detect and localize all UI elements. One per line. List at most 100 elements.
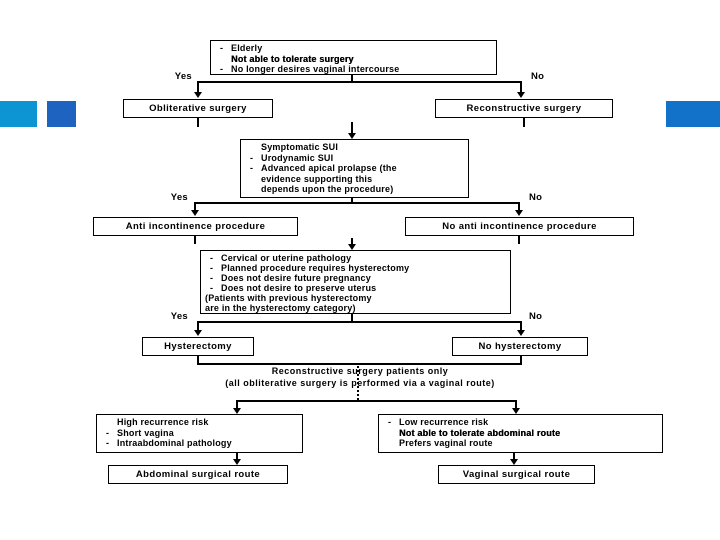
connector-line — [194, 236, 196, 244]
connector-line — [520, 81, 522, 92]
arrowhead-down — [512, 408, 520, 414]
decision-line-text: Low recurrence risk — [399, 417, 489, 427]
arrowhead-down — [517, 330, 525, 336]
decision-line: depends upon the procedure) — [245, 184, 465, 195]
bullet-dash — [245, 142, 261, 153]
bullet-dash: - — [210, 253, 214, 263]
decision-box-abdominal-route: High recurrence risk -Short vagina -Intr… — [96, 414, 303, 453]
bullet-dash — [245, 184, 261, 195]
connector-line — [351, 122, 353, 133]
decision-line: evidence supporting this — [245, 174, 465, 185]
arrowhead-down — [194, 330, 202, 336]
outcome-label: Vaginal surgical route — [462, 469, 571, 480]
connector-line — [197, 363, 522, 365]
outcome-label: Abdominal surgical route — [135, 469, 261, 480]
connector-line — [520, 356, 522, 363]
bullet-dash — [101, 417, 117, 428]
branch-label-no: No — [529, 192, 543, 203]
bullet-dash: - — [388, 417, 392, 427]
decision-line: -Does not desire to preserve uterus — [205, 283, 507, 293]
outcome-box-no-anti-incontinence: No anti incontinence procedure — [405, 217, 634, 236]
decision-line-text: Prefers vaginal route — [399, 438, 493, 448]
decision-line: -Does not desire future pregnancy — [205, 273, 507, 283]
decision-line-text: Advanced apical prolapse (the — [261, 163, 397, 173]
outcome-label: Hysterectomy — [164, 341, 232, 352]
bullet-dash: - — [220, 43, 224, 53]
decision-line-text: Elderly — [231, 43, 263, 53]
accent-bar-right — [666, 101, 720, 127]
decision-line: -No longer desires vaginal intercourse — [215, 64, 493, 74]
outcome-box-hysterectomy: Hysterectomy — [142, 337, 254, 356]
connector-line — [513, 453, 515, 459]
bullet-dash: - — [210, 283, 214, 293]
bullet-dash — [383, 438, 399, 449]
bullet-dash: - — [210, 273, 214, 283]
arrowhead-down — [515, 210, 523, 216]
decision-line-text: Planned procedure requires hysterectomy — [221, 263, 410, 273]
decision-line: Symptomatic SUI — [245, 142, 465, 153]
decision-line-text: High recurrence risk — [117, 417, 209, 427]
decision-line: Not able to tolerate surgery — [215, 54, 493, 65]
decision-line: -Advanced apical prolapse (the — [245, 163, 465, 174]
accent-bar-left-light — [0, 101, 37, 127]
decision-line: -Cervical or uterine pathology — [205, 253, 507, 263]
bullet-dash — [215, 54, 231, 65]
arrowhead-down — [194, 92, 202, 98]
connector-line — [351, 198, 353, 203]
decision-line-text: Cervical or uterine pathology — [221, 253, 352, 263]
decision-line: Not able to tolerate abdominal route — [383, 428, 659, 439]
decision-line-text: evidence supporting this — [261, 173, 373, 184]
bullet-dash — [383, 428, 399, 439]
bullet-dash: - — [106, 427, 110, 438]
arrowhead-down — [517, 92, 525, 98]
decision-line-text: Not able to tolerate surgery — [231, 53, 354, 64]
branch-label-no: No — [529, 311, 543, 322]
connector-line — [197, 321, 199, 330]
connector-line — [194, 202, 520, 204]
bullet-dash: - — [220, 64, 224, 74]
outcome-label: Obliterative surgery — [149, 103, 247, 114]
decision-line: -Intraabdominal pathology — [101, 438, 299, 449]
outcome-label: No hysterectomy — [478, 341, 562, 352]
decision-line-text: No longer desires vaginal intercourse — [231, 64, 400, 74]
decision-line-text: Symptomatic SUI — [261, 142, 339, 152]
decision-line-text: Not able to tolerate abdominal route — [399, 427, 561, 438]
arrowhead-down — [233, 459, 241, 465]
connector-dotted-line — [357, 363, 359, 400]
bullet-dash: - — [106, 438, 110, 448]
connector-line — [197, 81, 199, 92]
branch-label-yes: Yes — [170, 192, 188, 203]
outcome-box-no-hysterectomy: No hysterectomy — [452, 337, 588, 356]
connector-line — [197, 118, 199, 127]
decision-line-text: depends upon the procedure) — [261, 184, 394, 194]
arrowhead-down — [233, 408, 241, 414]
connector-line — [197, 81, 521, 83]
decision-line: High recurrence risk — [101, 417, 299, 428]
decision-line: -Elderly — [215, 43, 493, 54]
decision-box-obliterative-vs-reconstructive: -Elderly Not able to tolerate surgery -N… — [210, 40, 497, 75]
connector-line — [351, 314, 353, 321]
connector-line — [194, 202, 196, 210]
outcome-box-vaginal-surgical-route: Vaginal surgical route — [438, 465, 595, 484]
connector-line — [515, 400, 517, 408]
arrowhead-down — [348, 133, 356, 139]
decision-line: -Planned procedure requires hysterectomy — [205, 263, 507, 273]
branch-label-yes: Yes — [170, 311, 188, 322]
note-line: (all obliterative surgery is performed v… — [225, 378, 495, 388]
bullet-dash — [245, 174, 261, 185]
accent-bar-left-dark — [47, 101, 76, 127]
connector-line — [351, 238, 353, 244]
decision-line-text: Short vagina — [117, 427, 174, 438]
decision-box-sui: Symptomatic SUI -Urodynamic SUI -Advance… — [240, 139, 469, 198]
outcome-box-obliterative-surgery: Obliterative surgery — [123, 99, 273, 118]
decision-line: (Patients with previous hysterectomy — [205, 293, 507, 303]
outcome-box-abdominal-surgical-route: Abdominal surgical route — [108, 465, 288, 484]
connector-line — [197, 356, 199, 363]
outcome-label: Reconstructive surgery — [466, 103, 582, 114]
outcome-label: No anti incontinence procedure — [442, 221, 597, 232]
bullet-dash: - — [250, 152, 254, 163]
decision-line-text: Urodynamic SUI — [261, 152, 334, 163]
bullet-dash: - — [210, 263, 214, 273]
outcome-box-anti-incontinence: Anti incontinence procedure — [93, 217, 298, 236]
